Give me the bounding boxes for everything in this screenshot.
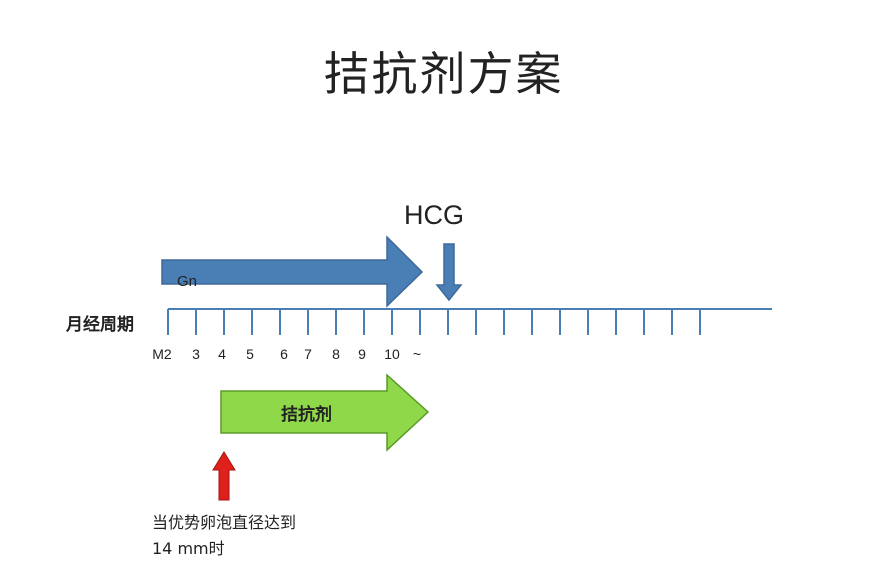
tick-label: 6 xyxy=(280,346,288,362)
slide-title: 拮抗剂方案 xyxy=(323,47,564,101)
axis-label: 月经周期 xyxy=(66,315,134,335)
tick-label: 5 xyxy=(246,346,254,362)
tick-label: M2 xyxy=(152,346,172,362)
hcg-down-arrow xyxy=(435,243,463,302)
tick-label: 7 xyxy=(304,346,312,362)
antagonist-arrow xyxy=(220,373,430,452)
note-line: 14 mm时 xyxy=(152,539,225,558)
tick-label: 9 xyxy=(358,346,366,362)
start-up-arrow xyxy=(212,451,236,501)
gn-label: Gn xyxy=(177,273,198,290)
tick-label: 10 xyxy=(384,346,400,362)
hcg-label: HCG xyxy=(404,200,464,230)
antagonist-label: 拮抗剂 xyxy=(281,405,332,425)
cycle-axis xyxy=(167,308,772,335)
gn-arrow xyxy=(161,235,424,308)
tick-label: 3 xyxy=(192,346,200,362)
note-line: 当优势卵泡直径达到 xyxy=(152,513,297,532)
tick-label: 8 xyxy=(332,346,340,362)
trigger-note: 当优势卵泡直径达到 14 mm时 xyxy=(152,510,296,562)
tick-label: 4 xyxy=(218,346,226,362)
tick-label: ~ xyxy=(412,346,422,362)
